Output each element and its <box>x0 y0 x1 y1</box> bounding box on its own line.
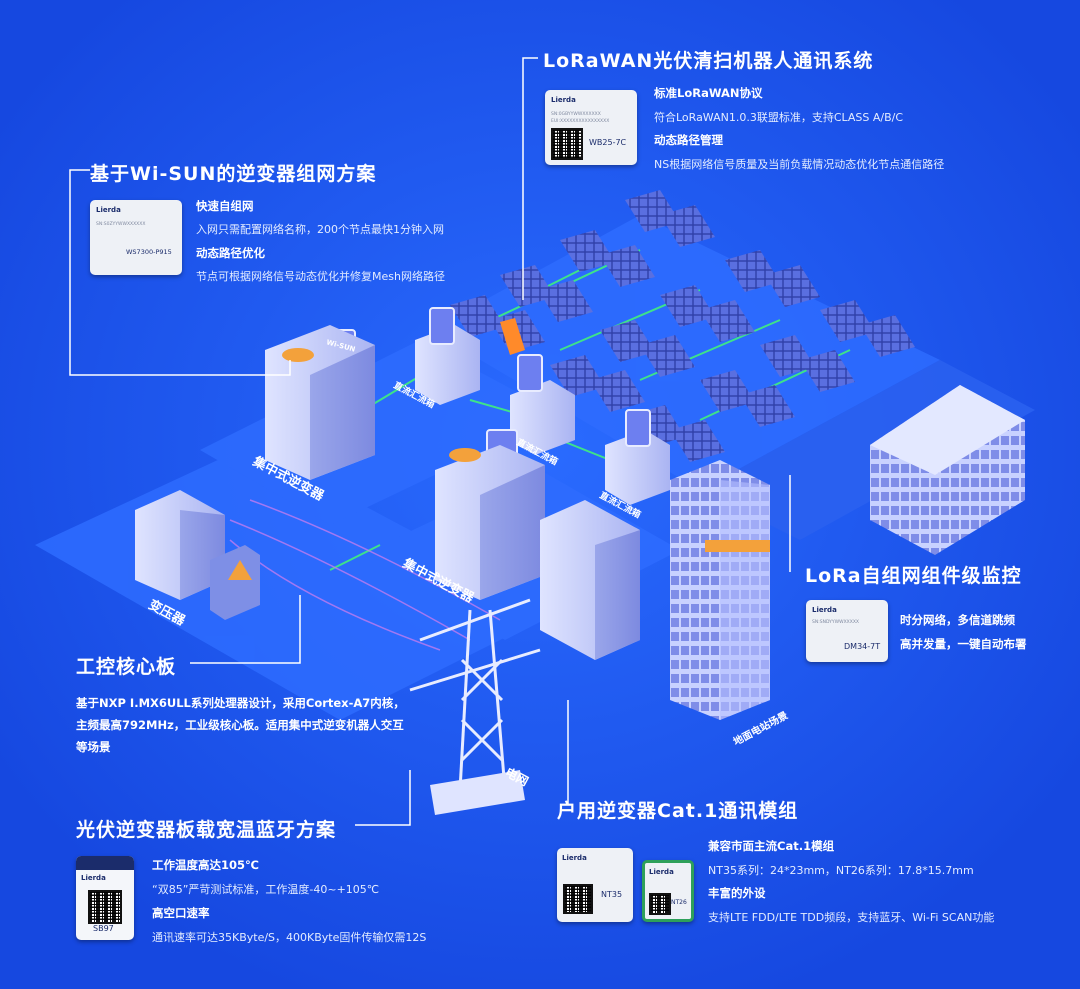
cat1-feature-2-text: 支持LTE FDD/LTE TDD频段，支持蓝牙、Wi-Fi SCAN功能 <box>708 911 995 924</box>
wisun-feature-2-title: 动态路径优化 <box>196 246 265 260</box>
inverter-cabinet-icon <box>265 325 640 660</box>
building-icon <box>670 385 1025 720</box>
qr-code-icon <box>563 884 593 914</box>
bluetooth-feature-2-text: 通讯速率可达35KByte/S，400KByte固件传输仅需12S <box>152 931 427 944</box>
lora-title: LoRa自组网组件级监控 <box>805 565 1022 587</box>
wisun-feature-1-title: 快速自组网 <box>196 199 254 213</box>
power-tower-icon <box>409 598 541 815</box>
wisun-feature-1-text: 入网只需配置网络名称，200个节点最快1分钟入网 <box>196 223 444 236</box>
module-chip-icon: Lierda SN:S0ZYYWWXXXXXX WS7300-P915 <box>90 200 182 275</box>
lorawan-feature-2-title: 动态路径管理 <box>654 133 723 147</box>
cat1-feature-1-title: 兼容市面主流Cat.1模组 <box>708 839 835 853</box>
transformer-icon <box>135 490 260 620</box>
lorawan-title: LoRaWAN光伏清扫机器人通讯系统 <box>543 50 874 72</box>
bluetooth-feature-1-text: “双85”严苛测试标准，工作温度-40~+105℃ <box>152 883 380 896</box>
wisun-title: 基于Wi-SUN的逆变器组网方案 <box>90 163 377 185</box>
module-chip-icon: Lierda SB97 <box>76 856 134 940</box>
lorawan-feature-1-title: 标准LoRaWAN协议 <box>654 86 763 100</box>
qr-code-icon <box>551 128 583 160</box>
cat1-title: 户用逆变器Cat.1通讯模组 <box>557 800 799 822</box>
bluetooth-title: 光伏逆变器板载宽温蓝牙方案 <box>76 819 337 841</box>
module-chip-icon: Lierda SN:SNDYYWWXXXXX DM34-7T <box>806 600 888 662</box>
qr-code-icon <box>88 890 122 924</box>
control-board-text: 基于NXP I.MX6ULL系列处理器设计，采用Cortex-A7内核，主频最高… <box>76 696 405 754</box>
callout-lines <box>69 57 791 826</box>
bluetooth-feature-2-title: 高空口速率 <box>152 906 210 920</box>
module-chip-icon: Lierda NT26 <box>642 860 694 922</box>
module-chip-icon: Lierda NT35 <box>557 848 633 922</box>
solar-panel-icon <box>450 190 915 462</box>
control-board-title: 工控核心板 <box>76 656 177 678</box>
lora-line-1: 时分网络，多信道跳频 <box>900 613 1015 627</box>
lorawan-feature-2-text: NS根据网络信号质量及当前负载情况动态优化节点通信路径 <box>654 158 945 171</box>
wisun-feature-2-text: 节点可根据网络信号动态优化并修复Mesh网络路径 <box>196 270 445 283</box>
lorawan-feature-1-text: 符合LoRaWAN1.0.3联盟标准，支持CLASS A/B/C <box>654 111 904 124</box>
qr-code-icon <box>649 893 671 915</box>
module-chip-icon: Lierda SN:0GBYYWWXXXXXX EUI:XXXXXXXXXXXX… <box>545 90 637 165</box>
lora-line-2: 高并发量，一键自动布署 <box>900 637 1027 651</box>
cat1-feature-1-text: NT35系列：24*23mm，NT26系列：17.8*15.7mm <box>708 864 974 877</box>
cat1-feature-2-title: 丰富的外设 <box>708 886 766 900</box>
combiner-boxes <box>415 325 670 505</box>
bluetooth-feature-1-title: 工作温度高达105℃ <box>152 858 259 872</box>
